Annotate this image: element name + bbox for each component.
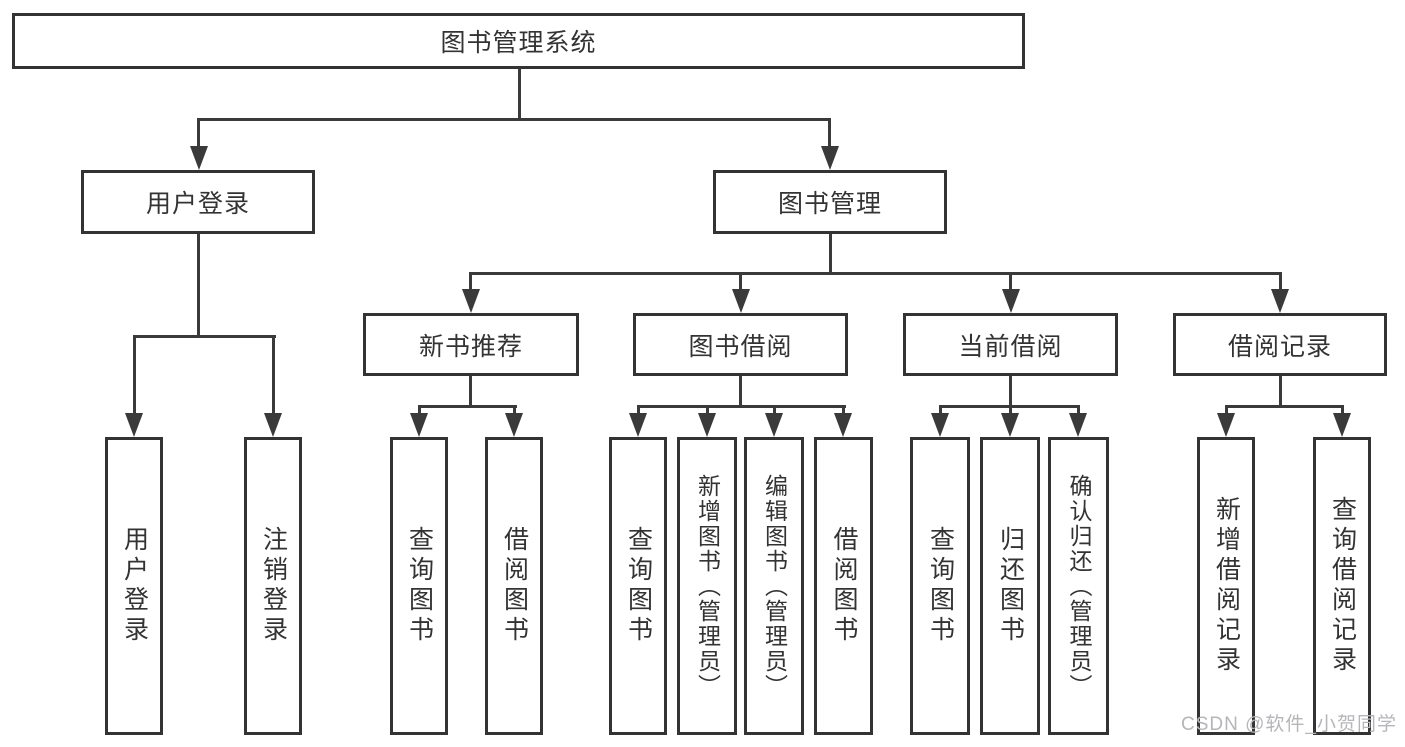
leaf-label: 确认归还（管理员） (1066, 473, 1092, 699)
connector-line (469, 272, 472, 292)
node-book-borrowing: 图书借阅 (633, 313, 848, 376)
arrow-down-icon (1271, 289, 1289, 313)
node-current-borrowing: 当前借阅 (903, 313, 1118, 376)
leaf-label: 新增借阅记录 (1212, 496, 1241, 676)
node-label: 图书管理系统 (440, 29, 597, 57)
connector-line (739, 272, 742, 292)
arrow-down-icon (190, 146, 208, 170)
arrow-down-icon (698, 413, 716, 437)
node-label: 新书推荐 (418, 332, 523, 361)
connector-line (939, 405, 942, 417)
connector-line (1279, 376, 1282, 407)
connector-line (469, 376, 472, 407)
leaf-query-book-recommend: 查询图书 (390, 437, 448, 735)
leaf-label: 注销登录 (259, 526, 288, 646)
connector-line (842, 405, 845, 417)
arrow-down-icon (1069, 413, 1087, 437)
connector-line (637, 405, 640, 417)
arrow-down-icon (834, 413, 852, 437)
connector-line (197, 118, 200, 148)
leaf-label: 用户登录 (120, 526, 149, 646)
node-label: 借阅记录 (1227, 332, 1332, 361)
watermark: CSDN @软件_小贺同学 (1181, 714, 1397, 735)
node-book-management: 图书管理 (713, 170, 947, 234)
connector-line (197, 118, 831, 121)
leaf-borrow-book-recommend: 借阅图书 (485, 437, 543, 735)
connector-line (1009, 405, 1012, 417)
leaf-query-book-current: 查询图书 (910, 437, 970, 735)
leaf-add-book-admin: 新增图书（管理员） (677, 437, 737, 735)
arrow-down-icon (1001, 413, 1019, 437)
leaf-logout-login: 注销登录 (244, 437, 302, 735)
leaf-label: 借阅图书 (830, 526, 858, 646)
arrow-down-icon (410, 413, 428, 437)
arrow-down-icon (1002, 289, 1020, 313)
connector-line (706, 405, 709, 417)
arrow-down-icon (931, 413, 949, 437)
connector-line (1225, 405, 1344, 408)
leaf-user-login: 用户登录 (105, 437, 163, 735)
arrow-down-icon (765, 413, 783, 437)
leaf-add-borrow-record: 新增借阅记录 (1197, 437, 1255, 735)
leaf-label: 借阅图书 (500, 526, 529, 646)
connector-line (1009, 376, 1012, 407)
node-borrowing-records: 借阅记录 (1173, 313, 1387, 376)
leaf-query-borrow-record: 查询借阅记录 (1313, 437, 1371, 735)
connector-line (518, 68, 521, 120)
connector-line (1077, 405, 1080, 417)
connector-line (469, 272, 1281, 275)
connector-line (1341, 405, 1344, 417)
leaf-label: 归还图书 (996, 526, 1025, 646)
connector-line (829, 234, 832, 274)
node-label: 图书借阅 (688, 332, 793, 361)
arrow-down-icon (462, 289, 480, 313)
connector-line (739, 376, 742, 407)
arrow-down-icon (505, 413, 523, 437)
leaf-label: 查询图书 (624, 526, 653, 646)
node-library-management-system: 图书管理系统 (12, 13, 1025, 69)
connector-line (1225, 405, 1228, 417)
arrow-down-icon (1333, 413, 1351, 437)
leaf-confirm-return-admin: 确认归还（管理员） (1048, 437, 1109, 735)
connector-line (828, 118, 831, 148)
connector-line (637, 405, 846, 408)
connector-line (418, 405, 517, 408)
connector-line (1279, 272, 1282, 292)
arrow-down-icon (629, 413, 647, 437)
leaf-label: 新增图书（管理员） (694, 473, 721, 699)
arrow-down-icon (732, 289, 750, 313)
node-user-login: 用户登录 (81, 170, 315, 234)
arrow-down-icon (1217, 413, 1235, 437)
connector-line (133, 335, 276, 338)
node-label: 用户登录 (145, 190, 250, 218)
leaf-query-book-borrow: 查询图书 (609, 437, 667, 735)
arrow-down-icon (821, 146, 839, 170)
leaf-label: 编辑图书（管理员） (761, 473, 788, 699)
arrow-down-icon (264, 413, 282, 437)
connector-line (197, 234, 200, 337)
connector-line (418, 405, 421, 417)
connector-line (272, 335, 275, 415)
arrow-down-icon (125, 413, 143, 437)
connector-line (773, 405, 776, 417)
leaf-edit-book-admin: 编辑图书（管理员） (744, 437, 804, 735)
connector-line (133, 335, 136, 415)
leaf-return-book: 归还图书 (980, 437, 1040, 735)
leaf-label: 查询图书 (405, 526, 434, 646)
node-label: 当前借阅 (958, 332, 1063, 361)
node-new-book-recommendation: 新书推荐 (363, 313, 579, 376)
leaf-label: 查询图书 (926, 526, 955, 646)
connector-line (513, 405, 516, 417)
connector-line (1009, 272, 1012, 292)
leaf-label: 查询借阅记录 (1328, 496, 1357, 676)
node-label: 图书管理 (777, 190, 882, 218)
leaf-borrow-book: 借阅图书 (814, 437, 873, 735)
